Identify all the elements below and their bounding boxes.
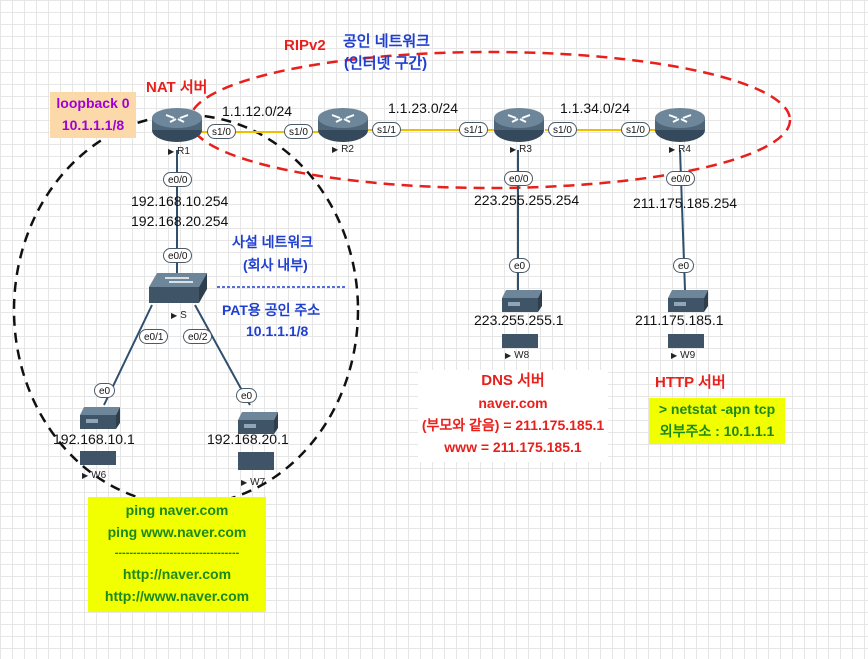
ifc-r1-s10: s1/0 [207,124,236,139]
dns-line1: naver.com [478,395,548,411]
test-line1: ping naver.com [125,502,229,518]
link-r3-r4-subnet: 1.1.34.0/24 [560,100,631,116]
dns-title: DNS 서버 [481,372,545,389]
ip-r4-e00: 211.175.185.254 [633,195,738,211]
ip-r1-e00-line2: 192.168.20.254 [131,213,229,229]
ifc-w7-e0: e0 [236,388,258,403]
ifc-w8-e0: e0 [509,258,531,273]
ifc-r1-e00: e0/0 [163,172,193,187]
ifc-r4-s10: s1/0 [621,122,650,137]
http-line2: 외부주소 : 10.1.1.1 [659,423,775,439]
dns-server-box: DNS 서버 naver.com (부모와 같음) = 211.175.185.… [418,370,608,462]
nat-server-label: NAT 서버 [146,79,208,96]
device-w9-label: W9 [680,350,696,361]
pat-line1: PAT용 공인 주소 [222,302,321,318]
device-w8-name: ▶W8 [505,350,530,361]
ifc-r2-s11: s1/1 [372,122,401,137]
device-r1-name: ▶R1 [168,146,190,157]
server-w8-icon[interactable] [502,290,542,348]
ripv2-label: RIPv2 [284,37,326,54]
loopback-line1: loopback 0 [56,95,130,111]
ifc-s-e01: e0/1 [139,329,169,344]
device-w7-label: W7 [250,477,266,488]
ifc-s-e00: e0/0 [163,248,193,263]
private-network-ellipse [12,113,360,507]
ip-w9: 211.175.185.1 [635,312,724,328]
private-net-line2: (회사 내부) [243,257,308,273]
http-server-box: > netstat -apn tcp 외부주소 : 10.1.1.1 [649,398,785,444]
device-w6-name: ▶W6 [82,470,107,481]
ifc-w6-e0: e0 [94,383,116,398]
private-net-line1: 사설 네트워크 [232,234,314,250]
router-r3-icon[interactable] [494,108,544,142]
link-r1-r2-subnet: 1.1.12.0/24 [222,103,293,119]
pat-line2: 10.1.1.1/8 [246,323,309,339]
device-s-label: S [180,310,187,321]
router-r2-icon[interactable] [318,108,368,142]
device-r1-label: R1 [177,146,190,157]
public-net-label-2: (인터넷 구간) [344,55,428,72]
test-commands-box: ping naver.com ping www.naver.com ------… [88,497,266,612]
ip-r3-e00: 223.255.255.254 [474,192,580,208]
ip-w6: 192.168.10.1 [53,431,135,447]
ifc-r3-e00: e0/0 [504,171,534,186]
device-r4-label: R4 [678,144,691,155]
device-w7-name: ▶W7 [241,477,266,488]
ifc-r4-e00: e0/0 [666,171,696,186]
device-r3-name: ▶R3 [510,144,532,155]
dns-line2: (부모와 같음) = 211.175.185.1 [421,417,605,433]
device-r2-label: R2 [341,144,354,155]
server-w7-icon[interactable] [238,412,278,470]
ip-w8: 223.255.255.1 [474,312,564,328]
ip-r1-e00-line1: 192.168.10.254 [131,193,229,209]
ifc-w9-e0: e0 [673,258,695,273]
http-line1: > netstat -apn tcp [658,401,776,417]
router-r4-icon[interactable] [655,108,705,142]
ip-w7: 192.168.20.1 [207,431,289,447]
dns-line3: www = 211.175.185.1 [444,439,582,455]
test-line2: ping www.naver.com [107,524,247,540]
loopback-line2: 10.1.1.1/8 [61,117,125,133]
device-r2-name: ▶R2 [332,144,354,155]
server-w9-icon[interactable] [668,290,708,348]
test-line3: http://naver.com [122,566,232,582]
ifc-r2-s10: s1/0 [284,124,313,139]
server-w6-icon[interactable] [80,407,120,465]
ifc-s-e02: e0/2 [183,329,213,344]
device-r4-name: ▶R4 [669,144,691,155]
link-r2-r3-subnet: 1.1.23.0/24 [388,100,459,116]
loopback-box: loopback 0 10.1.1.1/8 [50,92,136,138]
device-w8-label: W8 [514,350,530,361]
test-divider: ---------------------------------- [114,547,240,559]
device-w9-name: ▶W9 [671,350,696,361]
device-s-name: ▶S [171,310,187,321]
test-line4: http://www.naver.com [104,588,250,604]
switch-s-icon[interactable] [149,273,207,303]
device-r3-label: R3 [519,144,532,155]
ifc-r3-s11: s1/1 [459,122,488,137]
http-server-title: HTTP 서버 [655,374,726,391]
router-r1-icon[interactable] [152,108,202,142]
public-net-label-1: 공인 네트워크 [343,33,430,50]
device-w6-label: W6 [91,470,107,481]
ifc-r3-s10: s1/0 [548,122,577,137]
